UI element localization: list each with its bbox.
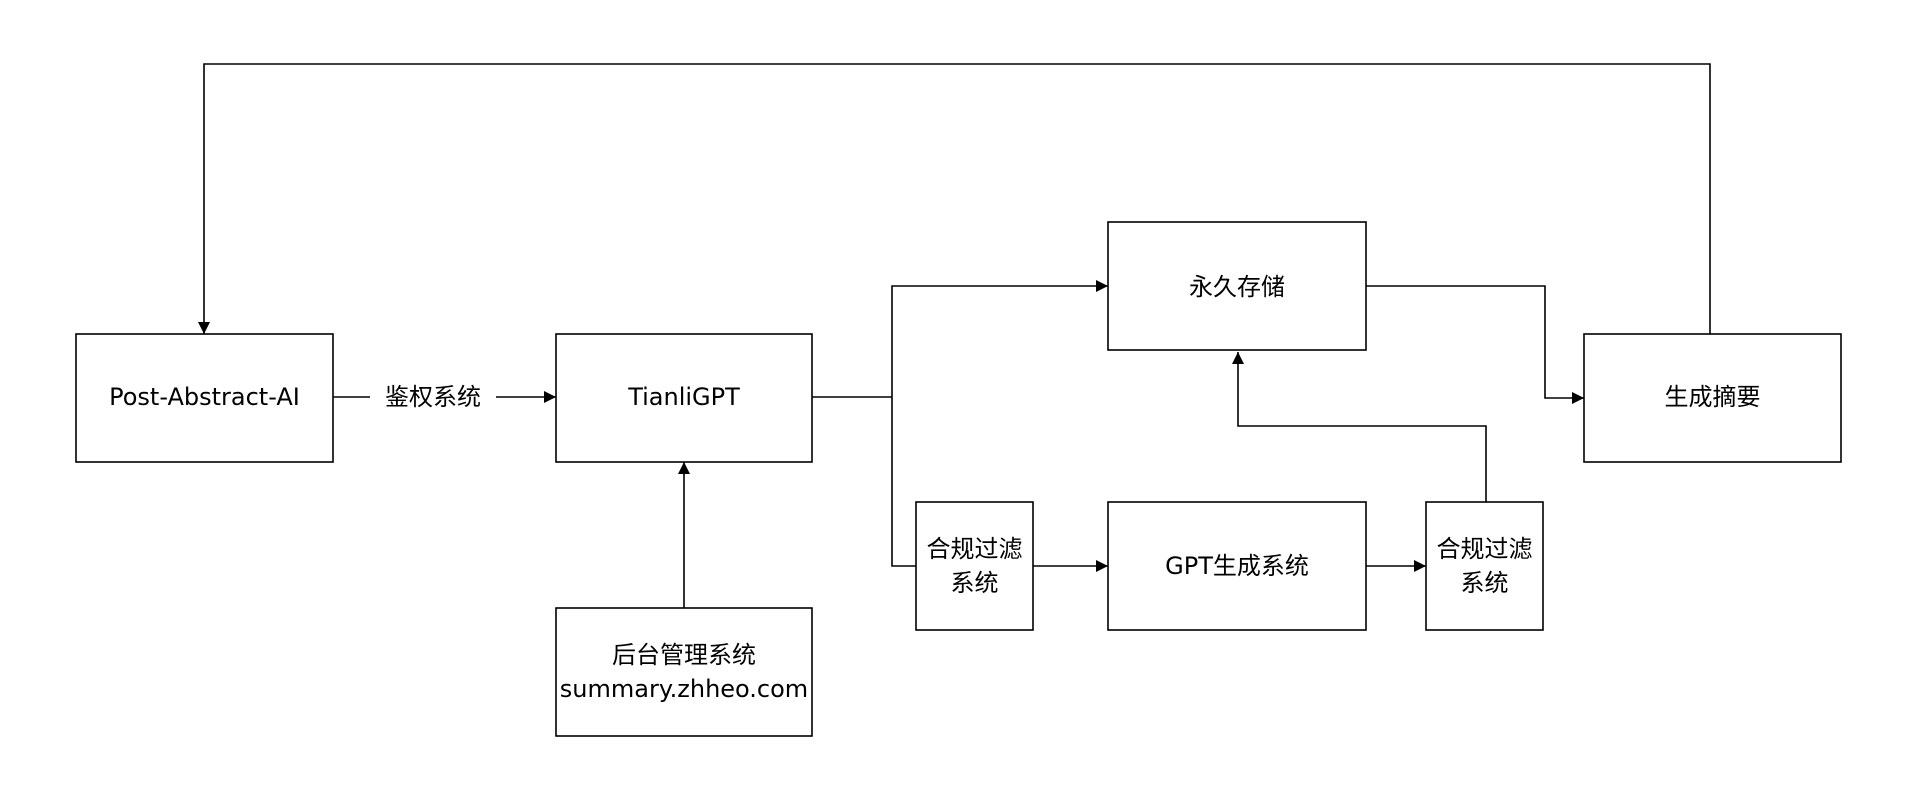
node-label: 生成摘要 (1665, 383, 1761, 411)
node-label: TianliGPT (627, 383, 740, 411)
node-admin-system: 后台管理系统 summary.zhheo.com (555, 607, 813, 737)
node-box (915, 501, 1034, 631)
edge-split-to-filter-1 (891, 397, 916, 567)
node-label-line-2: summary.zhheo.com (560, 675, 808, 703)
node-tianligpt: TianliGPT (555, 333, 813, 463)
node-box (555, 333, 813, 463)
node-label-line-1: 后台管理系统 (612, 641, 756, 669)
node-label-line-2: 系统 (1461, 569, 1509, 597)
edge-summary-to-post-abstract-ai (198, 63, 1711, 334)
node-compliance-filter-1: 合规过滤 系统 (915, 501, 1034, 631)
node-box (555, 607, 813, 737)
edge-label-auth-system: 鉴权系统 (385, 383, 481, 411)
edges (198, 63, 1711, 608)
node-box (1107, 221, 1367, 351)
node-generate-summary: 生成摘要 (1583, 333, 1842, 463)
edge-filter-2-to-storage (1232, 352, 1487, 502)
node-box (1107, 501, 1367, 631)
node-label: 永久存储 (1189, 273, 1285, 301)
edge-storage-to-summary (1366, 285, 1584, 404)
node-label-line-1: 合规过滤 (927, 535, 1023, 563)
node-label: Post-Abstract-AI (109, 383, 300, 411)
edge-split-to-storage (891, 280, 1108, 397)
node-label-line-2: 系统 (951, 569, 999, 597)
node-compliance-filter-2: 合规过滤 系统 (1425, 501, 1544, 631)
node-box (1583, 333, 1842, 463)
node-label-line-1: 合规过滤 (1437, 535, 1533, 563)
node-post-abstract-ai: Post-Abstract-AI (75, 333, 334, 463)
node-label: GPT生成系统 (1165, 552, 1309, 580)
node-permanent-storage: 永久存储 (1107, 221, 1367, 351)
node-box (75, 333, 334, 463)
node-gpt-generation: GPT生成系统 (1107, 501, 1367, 631)
node-box (1425, 501, 1544, 631)
